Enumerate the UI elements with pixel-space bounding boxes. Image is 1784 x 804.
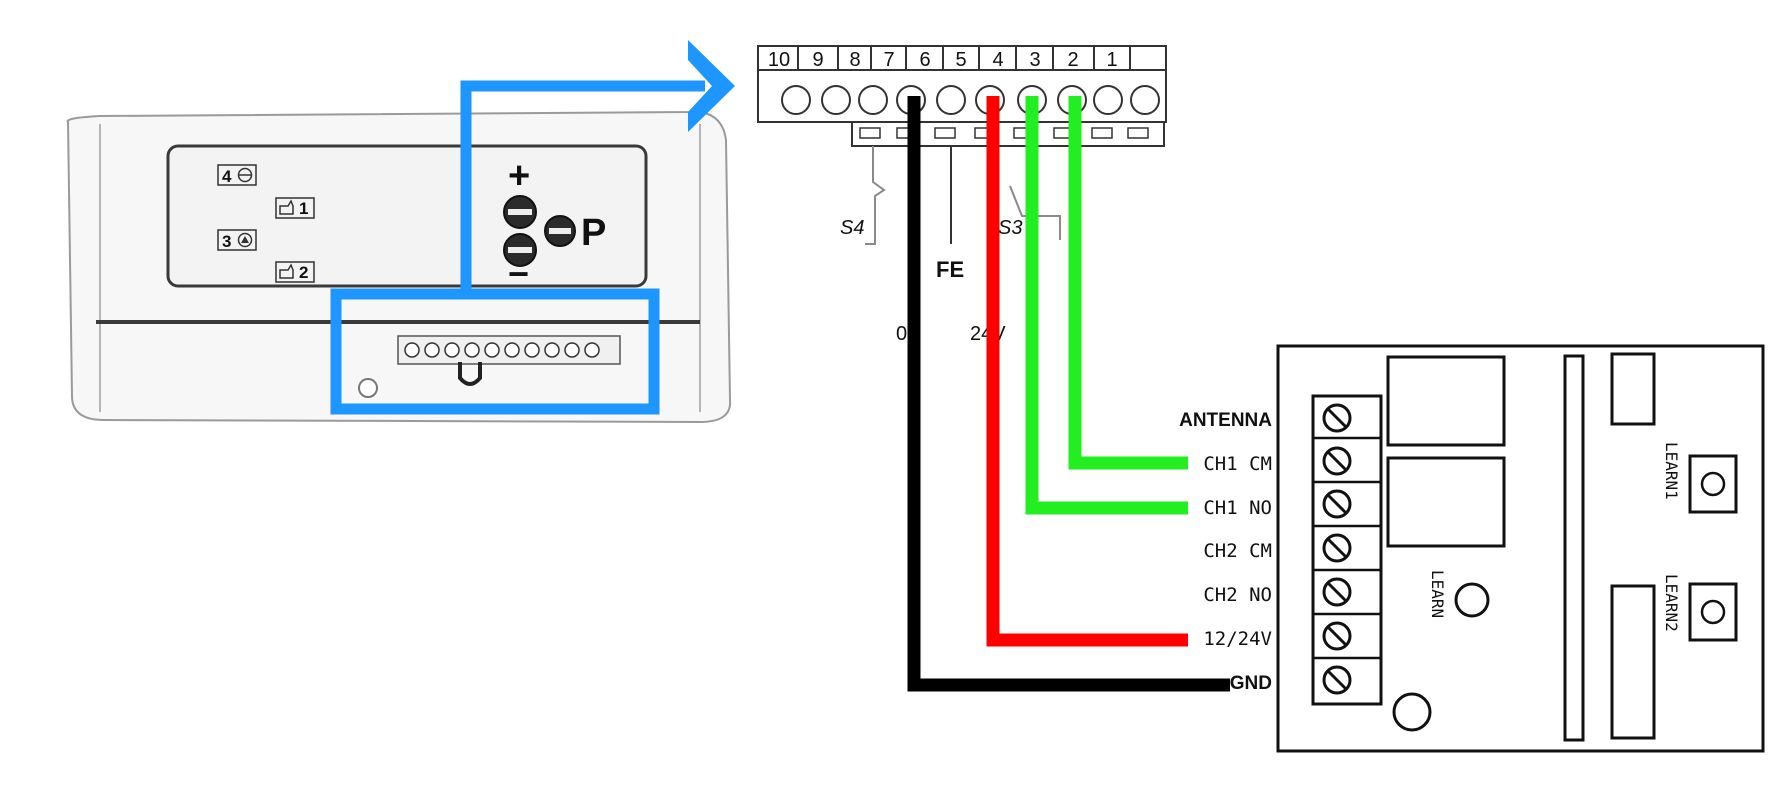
mode-1-number: 1: [299, 199, 308, 218]
label-ch2-cm: CH2 CM: [1203, 540, 1272, 562]
terminal-screw-1: [1130, 85, 1160, 115]
s3-label: S3: [998, 217, 1022, 239]
screw-ch2-cm: [1322, 533, 1352, 563]
minus-sign: −: [508, 253, 529, 294]
learn-label: LEARN: [1428, 570, 1447, 618]
terminal-number-dividers: [797, 46, 1131, 70]
label-ch2-no: CH2 NO: [1203, 584, 1272, 606]
highlight-arrow-line: [460, 80, 705, 294]
screw-ch1-no: [1322, 489, 1352, 519]
terminal-number-2: 2: [1067, 49, 1078, 71]
wire-green-ch1-no: [1025, 96, 1188, 515]
wire-green-ch1-cm: [1068, 96, 1188, 470]
terminal-screw-2: [1093, 85, 1123, 115]
learn-button: [1454, 582, 1490, 618]
plus-sign: +: [508, 155, 530, 197]
mini-terminal-screw: [524, 342, 540, 358]
receiver-screw-terminals: [1313, 436, 1381, 660]
screw-ch1-cm: [1322, 446, 1352, 476]
mode-3-number: 3: [222, 232, 231, 251]
hand-2-icon: [279, 263, 294, 279]
relay-1: [1386, 355, 1506, 447]
wires: [907, 96, 1230, 692]
controller-display-panel: [166, 144, 648, 288]
terminal-screw-8: [858, 85, 888, 115]
screw-antenna: [1322, 403, 1352, 433]
mini-wire-loop: [458, 362, 482, 386]
mini-terminals: [404, 342, 600, 358]
hand-1-icon: [279, 199, 294, 215]
terminal-number-5: 5: [955, 49, 966, 71]
learn1-button-circle: [1700, 471, 1726, 497]
fe-label: FE: [936, 257, 964, 282]
screw-ch2-no: [1322, 577, 1352, 607]
mini-terminal-screw: [584, 342, 600, 358]
screw-gnd: [1322, 665, 1352, 695]
terminal-number-row: [757, 45, 1167, 71]
learn2-button-circle: [1700, 599, 1726, 625]
wire-black-gnd: [907, 96, 1230, 692]
mode-4-icon: [217, 164, 257, 186]
highlight-arrow-head: [688, 40, 735, 132]
mode-4-number: 4: [222, 167, 232, 186]
label-ch1-cm: CH1 CM: [1203, 453, 1272, 475]
terminal-screw-6: [936, 85, 966, 115]
terminal-number-4: 4: [992, 49, 1003, 71]
mini-terminal-screw: [544, 342, 560, 358]
terminal-screw-9: [821, 85, 851, 115]
mini-terminal-screw: [404, 342, 420, 358]
mount-hole: [1392, 692, 1432, 732]
terminal-number-10: 10: [768, 49, 790, 71]
component-top-right: [1610, 352, 1656, 426]
mini-terminal-screw: [444, 342, 460, 358]
mini-terminal-screw: [504, 342, 520, 358]
terminal-strip: 10 9 8 7 6 5 4 3 2 1: [757, 45, 1167, 345]
mode-3-symbol-icon: [237, 232, 253, 248]
mode-1-icon: [275, 197, 315, 219]
mini-terminal-screw: [564, 342, 580, 358]
terminal-number-9: 9: [812, 49, 823, 71]
wire-red-power: [986, 96, 1188, 647]
p-label: P: [581, 212, 606, 254]
p-button-slot: [549, 228, 571, 234]
led-indicator: [358, 378, 378, 398]
label-antenna: ANTENNA: [1179, 410, 1272, 431]
highlight-callout: [330, 40, 735, 415]
receiver-board: ANTENNA CH1 CM CH1 NO CH2 CM CH2 NO 12/2…: [1179, 344, 1765, 753]
screw-power: [1322, 621, 1352, 651]
s4-bracket: [865, 146, 886, 245]
label-ch1-no: CH1 NO: [1203, 497, 1272, 519]
mode-3-triangle-icon: [241, 236, 249, 243]
terminal-screw-10: [781, 85, 811, 115]
terminal-base: [851, 121, 1165, 147]
minus-button-slot: [508, 247, 532, 253]
mode-4-symbol-icon: [237, 167, 253, 183]
learn2-label: LEARN2: [1662, 574, 1681, 632]
terminal-number-1: 1: [1106, 49, 1117, 71]
mode-2-number: 2: [299, 263, 308, 282]
mini-terminal-screw: [464, 342, 480, 358]
mini-terminal-screw: [424, 342, 440, 358]
controller-panel: 4 1 3 2 + − P: [66, 110, 732, 424]
s3-bracket: [1009, 185, 1061, 240]
component-bottom-right: [1610, 584, 1656, 740]
learn1-label: LEARN1: [1662, 442, 1681, 500]
relay-2: [1386, 456, 1506, 548]
terminal-number-8: 8: [849, 49, 860, 71]
mini-terminal-screw: [484, 342, 500, 358]
highlight-box: [330, 288, 660, 415]
terminal-number-6: 6: [919, 49, 930, 71]
plus-button-slot: [508, 209, 532, 215]
label-power: 12/24V: [1203, 628, 1272, 650]
label-gnd: GND: [1230, 673, 1272, 694]
mode-3-icon: [217, 229, 257, 251]
mode-2-icon: [275, 261, 315, 283]
vertical-strip: [1563, 354, 1585, 742]
terminal-number-3: 3: [1029, 49, 1040, 71]
s4-label: S4: [840, 217, 864, 239]
terminal-number-7: 7: [883, 49, 894, 71]
